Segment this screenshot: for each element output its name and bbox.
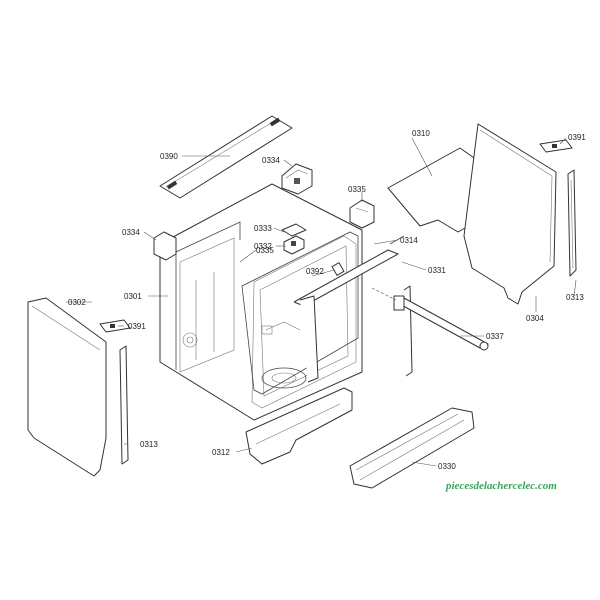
- part-0337-rail: [371, 287, 489, 351]
- label-0330: 0330: [438, 462, 456, 471]
- part-0304-rear-panel: [463, 123, 557, 305]
- label-0333: 0333: [254, 224, 272, 233]
- label-0334-upper: 0334: [262, 156, 280, 165]
- label-0312: 0312: [212, 448, 230, 457]
- part-0313-side-strip-left: [119, 345, 129, 465]
- part-0332-clamp: [283, 235, 305, 255]
- part-0312-kickplate: [245, 387, 353, 465]
- part-labels: 0390 0334 0335 0310 0391 0334 0333 0332 …: [68, 129, 586, 471]
- label-0332: 0332: [254, 242, 272, 251]
- label-0337: 0337: [486, 332, 504, 341]
- part-0330-plinth: [349, 407, 475, 489]
- part-0334-upper-bracket: [281, 163, 313, 195]
- label-0310: 0310: [412, 129, 430, 138]
- label-0335-right: 0335: [348, 185, 366, 194]
- part-0392-fitting: [331, 262, 345, 276]
- part-0391-clip-upper: [539, 139, 573, 153]
- label-0314: 0314: [400, 236, 418, 245]
- part-0313-side-strip-right: [567, 169, 577, 277]
- part-0301-tub: [159, 183, 363, 421]
- label-0302: 0302: [68, 298, 86, 307]
- label-0301: 0301: [124, 292, 142, 301]
- label-0335-left: 0335: [256, 246, 274, 255]
- label-0391-upper: 0391: [568, 133, 586, 142]
- label-0331: 0331: [428, 266, 446, 275]
- part-0333-clamp: [281, 223, 307, 237]
- part-0302-side-panel: [27, 297, 107, 477]
- part-0314-door-seal: [241, 231, 359, 395]
- label-0313-left: 0313: [140, 440, 158, 449]
- part-0331-seal-frame: [293, 235, 413, 383]
- part-0334-left-bracket: [153, 231, 177, 261]
- part-0391-clip-lower: [99, 319, 131, 333]
- label-0391-lower: 0391: [128, 322, 146, 331]
- label-0334-left: 0334: [122, 228, 140, 237]
- label-0390: 0390: [160, 152, 178, 161]
- label-0392: 0392: [306, 267, 324, 276]
- leader-lines: [66, 137, 577, 467]
- watermark-text: piecesdelachercelec.com: [445, 480, 557, 492]
- part-0390-top-strip: [159, 115, 293, 199]
- label-0313-right: 0313: [566, 293, 584, 302]
- part-0335-right-bracket: [349, 199, 375, 229]
- label-0304: 0304: [526, 314, 544, 323]
